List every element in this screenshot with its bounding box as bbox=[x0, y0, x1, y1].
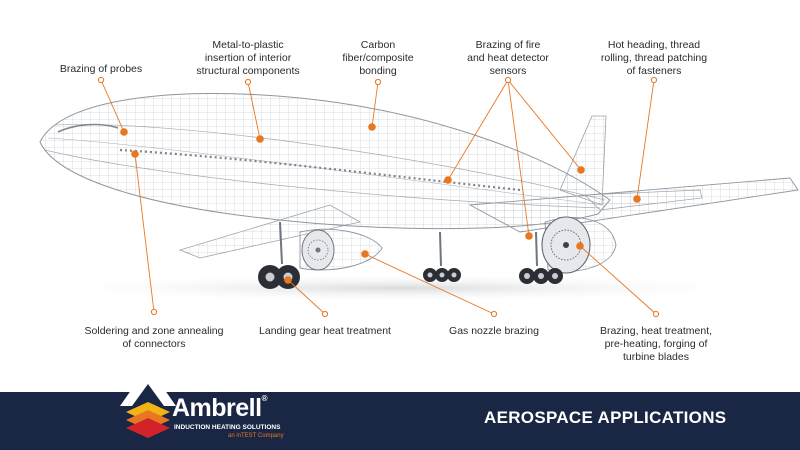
callout-label-carbon-fiber: Carbon fiber/composite bonding bbox=[342, 39, 414, 77]
logo-wordmark: Ambrell® bbox=[172, 394, 268, 422]
callout-leader-lines bbox=[100, 79, 657, 315]
logo-subline: an inTEST Company bbox=[228, 433, 284, 439]
callout-label-turbine-blades: Brazing, heat treatment, pre-heating, fo… bbox=[599, 325, 713, 363]
callout-label-fire-detector: Brazing of fire and heat detector sensor… bbox=[467, 39, 549, 77]
callout-label-brazing-probes: Brazing of probes bbox=[59, 63, 143, 75]
ambrell-logo: Ambrell® INDUCTION HEATING SOLUTIONS an … bbox=[118, 362, 308, 450]
center-landing-gear bbox=[423, 231, 461, 282]
callout-label-soldering: Soldering and zone annealing of connecto… bbox=[84, 325, 224, 350]
horizontal-stabilizer bbox=[584, 189, 703, 211]
logo-tagline: INDUCTION HEATING SOLUTIONS bbox=[174, 424, 281, 431]
callout-label-gas-nozzle: Gas nozzle brazing bbox=[449, 325, 539, 337]
left-engine bbox=[299, 228, 383, 271]
callout-anchor-rings bbox=[97, 76, 660, 318]
callout-label-fasteners: Hot heading, thread rolling, thread patc… bbox=[600, 39, 708, 77]
footer-title: AEROSPACE APPLICATIONS bbox=[484, 408, 727, 427]
logo-chevron-icon bbox=[120, 366, 176, 438]
callout-label-landing-gear: Landing gear heat treatment bbox=[259, 325, 391, 337]
main-landing-gear bbox=[519, 231, 563, 284]
cockpit-window bbox=[57, 123, 119, 133]
cabin-windows bbox=[119, 148, 521, 192]
callout-target-dots bbox=[120, 123, 641, 284]
ground-shadow bbox=[20, 274, 780, 302]
callout-label-metal-to-plastic: Metal-to-plastic insertion of interior s… bbox=[196, 39, 300, 77]
